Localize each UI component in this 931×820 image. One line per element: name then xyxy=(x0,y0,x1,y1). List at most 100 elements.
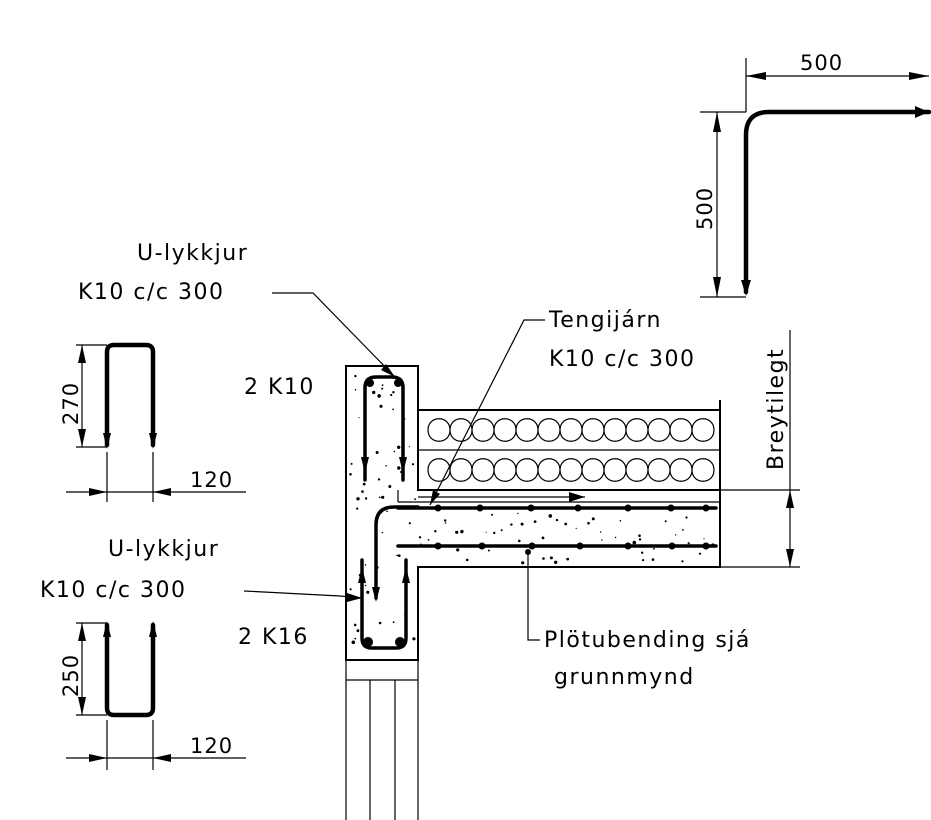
aggregate-speck xyxy=(390,393,393,397)
aggregate-speck xyxy=(398,554,401,557)
aggregate-speck xyxy=(638,538,642,541)
aggregate-speck xyxy=(396,554,399,557)
aggregate-speck xyxy=(381,531,384,534)
rebar-dot xyxy=(668,542,676,550)
aggregate-speck xyxy=(418,536,422,539)
aggregate-speck xyxy=(385,465,387,467)
aggregate-speck xyxy=(542,557,545,560)
aggregate-speck xyxy=(411,463,415,466)
aggregate-speck xyxy=(632,540,637,545)
aggregate-speck xyxy=(356,507,359,510)
aggregate-speck xyxy=(703,542,706,545)
aggregate-speck xyxy=(388,485,392,488)
aggregate-speck xyxy=(356,497,360,501)
aggregate-speck xyxy=(375,566,379,569)
aggregate-speck xyxy=(455,530,459,534)
aggregate-speck xyxy=(601,539,603,541)
aggregate-speck xyxy=(651,558,655,561)
aggregate-speck xyxy=(354,389,357,391)
aggregate-speck xyxy=(392,621,395,624)
aggregate-speck xyxy=(420,543,422,545)
aggregate-speck xyxy=(354,637,357,640)
aggregate-speck xyxy=(566,557,570,561)
aggregate-speck xyxy=(687,542,690,545)
aggregate-speck xyxy=(404,418,406,420)
aggregate-speck xyxy=(642,559,645,562)
rebar-dot xyxy=(528,542,536,550)
aggregate-speck xyxy=(377,394,381,398)
aggregate-speck xyxy=(378,621,382,625)
aggregate-speck xyxy=(414,498,416,501)
aggregate-speck xyxy=(712,545,714,548)
aggregate-speck xyxy=(381,387,384,390)
aggregate-speck xyxy=(681,560,684,563)
aggregate-speck xyxy=(599,531,602,533)
aggregate-speck xyxy=(510,523,513,526)
u-top-title: U-lykkjur xyxy=(137,241,248,266)
u-bottom-width-dim: 120 xyxy=(190,734,233,758)
rebar-dot xyxy=(434,542,442,550)
aggregate-speck xyxy=(638,534,641,537)
aggregate-speck xyxy=(400,471,402,473)
aggregate-speck xyxy=(614,536,617,539)
aggregate-speck xyxy=(364,584,367,587)
rebar-dot xyxy=(576,542,584,550)
u-bottom-height-dim: 250 xyxy=(59,654,83,697)
aggregate-speck xyxy=(375,451,379,454)
aggregate-speck xyxy=(465,558,469,562)
rebar-dot xyxy=(476,504,484,512)
aggregate-speck xyxy=(364,497,368,500)
aggregate-speck xyxy=(456,548,460,552)
aggregate-speck xyxy=(407,505,410,508)
aggregate-speck xyxy=(358,417,360,419)
aggregate-speck xyxy=(386,510,388,513)
aggregate-speck xyxy=(587,521,590,525)
bars-top-label: 2 K10 xyxy=(244,375,315,400)
plate-line1: Plötubending sjá xyxy=(544,628,751,653)
aggregate-speck xyxy=(392,391,395,394)
aggregate-speck xyxy=(675,534,677,536)
u-bottom-title: U-lykkjur xyxy=(108,537,219,562)
aggregate-speck xyxy=(361,490,364,493)
tengi-title: Tengijárn xyxy=(548,308,662,333)
aggregate-speck xyxy=(392,408,394,411)
aggregate-speck xyxy=(533,520,537,523)
rebar-dot xyxy=(574,504,582,512)
u-bar-bottom-detail: 250 120 xyxy=(59,621,246,770)
aggregate-speck xyxy=(485,531,487,533)
aggregate-speck xyxy=(444,522,447,524)
aggregate-speck xyxy=(591,517,595,521)
aggregate-speck xyxy=(517,512,519,515)
aggregate-speck xyxy=(493,531,496,535)
aggregate-speck xyxy=(356,629,360,633)
insulation-loops xyxy=(427,458,715,482)
aggregate-speck xyxy=(427,539,430,541)
aggregate-speck xyxy=(703,538,705,540)
insulation-pattern xyxy=(427,418,715,482)
tengi-spec: K10 c/c 300 xyxy=(549,347,696,372)
aggregate-speck xyxy=(554,560,558,564)
aggregate-speck xyxy=(363,454,367,458)
aggregate-speck xyxy=(444,519,447,522)
aggregate-speck xyxy=(549,556,553,560)
aggregate-speck xyxy=(541,536,545,540)
aggregate-speck xyxy=(350,462,353,465)
aggregate-speck xyxy=(520,522,524,526)
u-top-spec: K10 c/c 300 xyxy=(78,280,225,305)
aggregate-speck xyxy=(354,374,357,378)
aggregate-speck xyxy=(393,450,396,453)
aggregate-speck xyxy=(619,520,622,522)
rebar-dot xyxy=(667,504,675,512)
rebar-dot xyxy=(702,542,710,550)
aggregate-speck xyxy=(487,549,490,552)
aggregate-speck xyxy=(381,495,385,499)
aggregate-speck xyxy=(362,482,366,486)
breytilegt-label: Breytilegt xyxy=(764,348,789,470)
aggregate-speck xyxy=(555,518,559,522)
aggregate-speck xyxy=(698,552,702,555)
bars-bottom-label: 2 K16 xyxy=(238,625,309,650)
aggregate-speck xyxy=(408,446,410,448)
aggregate-speck xyxy=(404,613,406,616)
aggregate-speck xyxy=(412,637,416,641)
